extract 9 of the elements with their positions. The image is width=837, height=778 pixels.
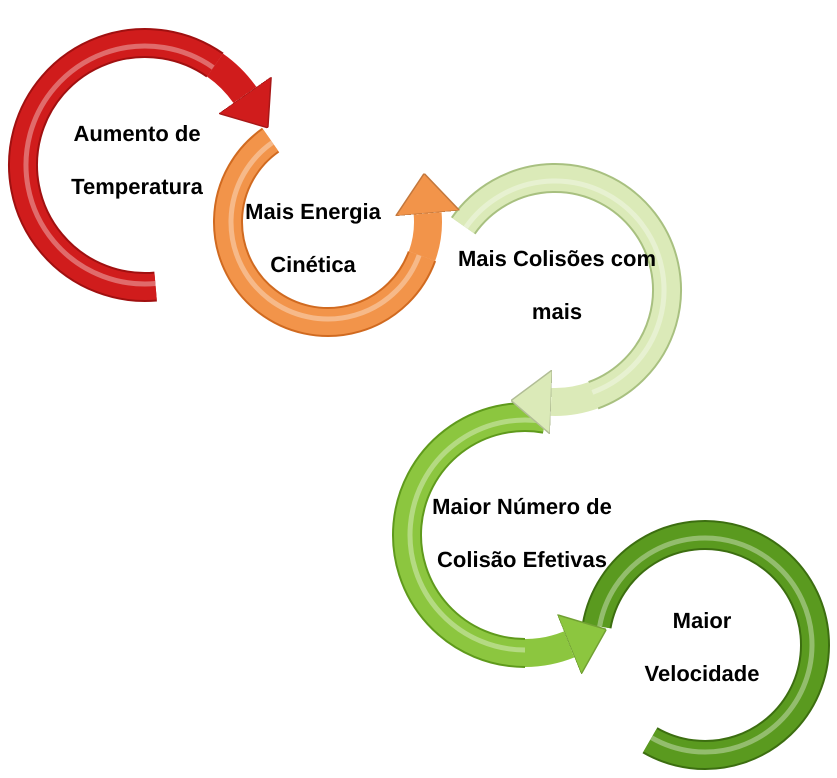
arrow: [524, 613, 608, 676]
arrow: [394, 172, 460, 260]
step-label: Maior Velocidade: [644, 607, 760, 688]
arrow: [510, 369, 598, 435]
arrow: [206, 54, 272, 128]
step-label: Aumento de Temperatura: [70, 120, 204, 201]
step-label: Maior Número de Colisão Efetivas: [431, 493, 613, 574]
step-label: Mais Colisões com mais: [457, 245, 657, 326]
step-label: Mais Energia Cinética: [244, 198, 382, 279]
